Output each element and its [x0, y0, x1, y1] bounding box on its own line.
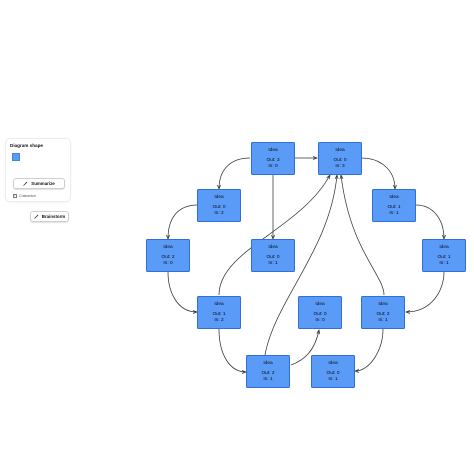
node-in-count: In: 1: [389, 211, 399, 216]
node-in-count: In: 0: [315, 318, 325, 323]
node-in-count: In: 2: [214, 318, 224, 323]
node-title: Idea: [268, 148, 278, 153]
node-out-count: Out: 2: [161, 255, 175, 260]
customize-label: Customize: [19, 193, 36, 198]
connector: [167, 271, 197, 312]
idea-node[interactable]: Idea Out: 0 In: 3: [318, 142, 362, 175]
node-title: Idea: [214, 195, 224, 200]
node-out-count: Out: 1: [212, 312, 226, 317]
node-in-count: In: 3: [335, 164, 345, 169]
node-out-count: Out: 0: [326, 371, 340, 376]
node-title: Idea: [268, 245, 278, 250]
idea-node[interactable]: Idea Out: 2 In: 1: [246, 355, 290, 388]
idea-node[interactable]: Idea Out: 0 In: 0: [298, 296, 342, 329]
node-out-count: Out: 2: [261, 371, 275, 376]
node-title: Idea: [163, 245, 173, 250]
node-out-count: Out: 0: [313, 312, 327, 317]
node-in-count: In: 1: [378, 318, 388, 323]
node-out-count: Out: 0: [212, 205, 226, 210]
node-title: Idea: [378, 302, 388, 307]
node-title: Idea: [439, 245, 449, 250]
node-title: Idea: [263, 361, 273, 366]
connector: [218, 328, 246, 372]
node-in-count: In: 1: [263, 377, 273, 382]
node-in-count: In: 1: [328, 377, 338, 382]
summarize-button[interactable]: Summarize: [13, 178, 65, 189]
diagram-shape-panel: Diagram shape: [6, 139, 70, 201]
idea-node[interactable]: Idea Out: 1 In: 1: [422, 239, 466, 272]
brainstorm-button[interactable]: Brainstorm: [30, 211, 69, 222]
node-title: Idea: [335, 148, 345, 153]
wand-icon: [23, 181, 28, 186]
node-out-count: Out: 1: [387, 205, 401, 210]
summarize-label: Summarize: [31, 181, 55, 186]
idea-node[interactable]: Idea Out: 1 In: 2: [197, 296, 241, 329]
node-out-count: Out: 1: [437, 255, 451, 260]
panel-title: Diagram shape: [10, 143, 43, 148]
brainstorm-label: Brainstorm: [41, 214, 66, 219]
idea-node[interactable]: Idea Out: 0 In: 1: [251, 239, 295, 272]
node-in-count: In: 2: [214, 211, 224, 216]
idea-node[interactable]: Idea Out: 3 In: 0: [251, 142, 295, 175]
idea-node[interactable]: Idea Out: 0 In: 2: [197, 189, 241, 222]
node-out-count: Out: 3: [266, 158, 280, 163]
shape-color-swatch[interactable]: [12, 153, 20, 161]
node-title: Idea: [315, 302, 325, 307]
node-title: Idea: [328, 361, 338, 366]
connector: [219, 157, 251, 189]
idea-node[interactable]: Idea Out: 2 In: 1: [361, 296, 405, 329]
idea-node[interactable]: Idea Out: 0 In: 1: [311, 355, 355, 388]
node-in-count: In: 1: [439, 261, 449, 266]
idea-node[interactable]: Idea Out: 2 In: 0: [146, 239, 190, 272]
customize-row[interactable]: ✓ Customize: [13, 192, 36, 199]
connector: [361, 157, 395, 189]
node-in-count: In: 0: [163, 261, 173, 266]
customize-checkbox[interactable]: ✓: [13, 193, 17, 198]
node-out-count: Out: 0: [266, 255, 280, 260]
node-out-count: Out: 2: [376, 312, 390, 317]
node-title: Idea: [389, 195, 399, 200]
node-in-count: In: 1: [268, 261, 278, 266]
connector: [406, 271, 445, 312]
connector: [168, 204, 199, 239]
connector: [415, 204, 444, 239]
node-title: Idea: [214, 302, 224, 307]
idea-node[interactable]: Idea Out: 1 In: 1: [372, 189, 416, 222]
wand-icon: [34, 214, 39, 219]
node-in-count: In: 0: [268, 164, 278, 169]
node-out-count: Out: 0: [333, 158, 347, 163]
connector: [355, 328, 384, 371]
